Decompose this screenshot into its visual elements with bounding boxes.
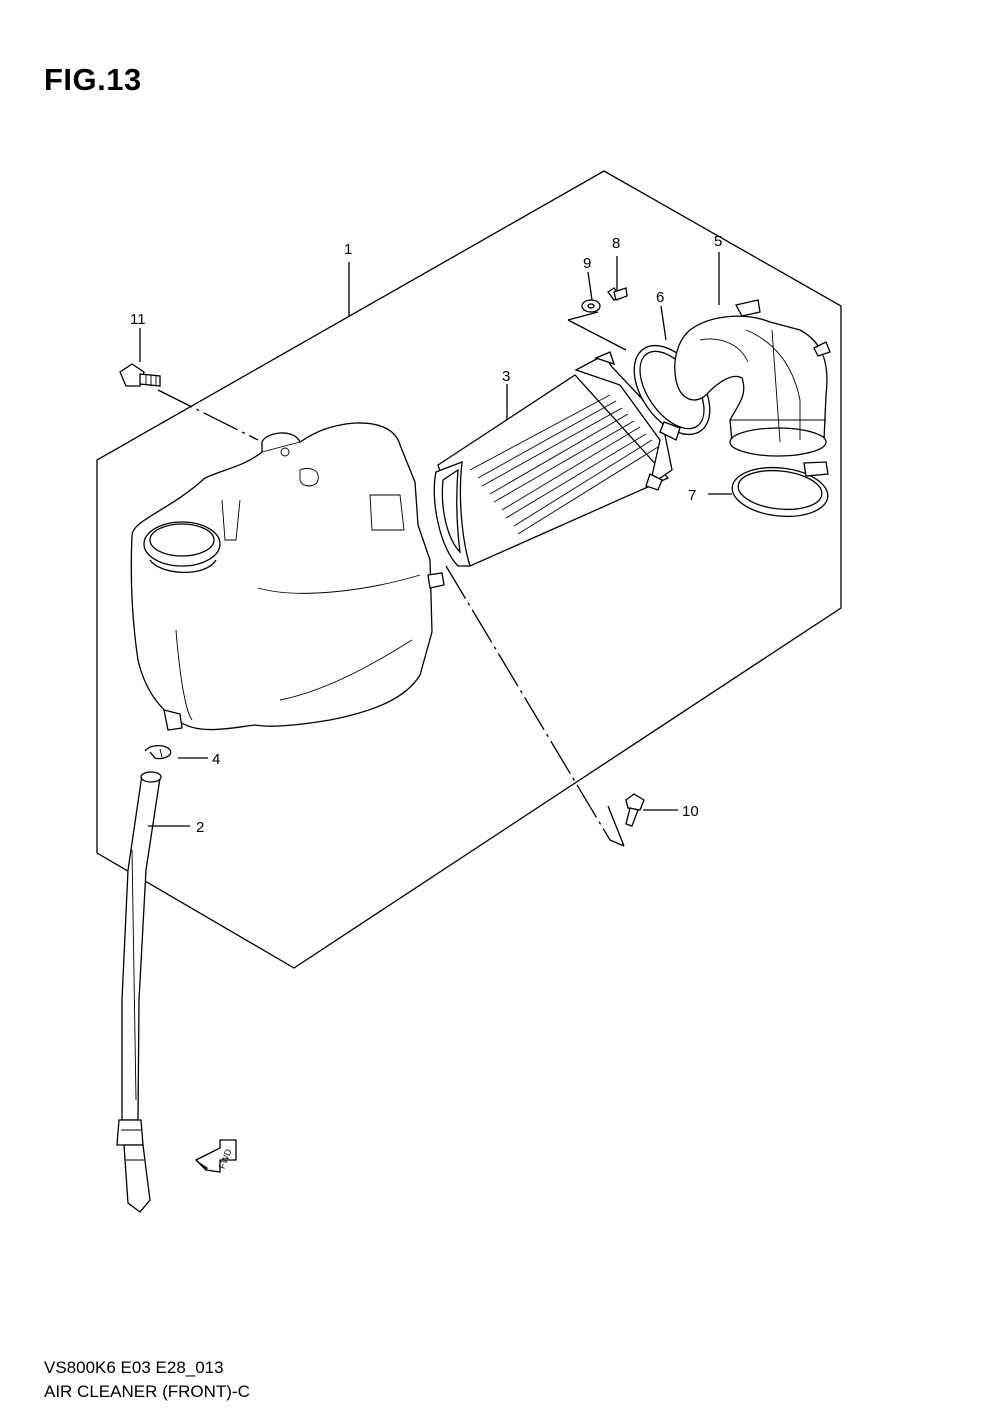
callout-9: 9 bbox=[583, 255, 591, 272]
callout-6: 6 bbox=[656, 289, 664, 306]
callout-7: 7 bbox=[688, 487, 696, 504]
model-code: VS800K6 E03 E28_013 bbox=[44, 1358, 224, 1377]
callout-11: 11 bbox=[130, 311, 146, 328]
hose-clip-part bbox=[144, 744, 172, 760]
callout-1: 1 bbox=[344, 241, 352, 258]
callout-4: 4 bbox=[212, 751, 220, 768]
figure-footer: VS800K6 E03 E28_013 AIR CLEANER (FRONT)-… bbox=[44, 1356, 250, 1404]
figure-caption: AIR CLEANER (FRONT)-C bbox=[44, 1382, 250, 1401]
callout-2: 2 bbox=[196, 819, 204, 836]
air-cleaner-case-part bbox=[130, 422, 445, 731]
fwd-arrow-icon: FWD bbox=[194, 1139, 237, 1173]
clamp-band-part bbox=[731, 461, 829, 518]
callout-3: 3 bbox=[502, 368, 510, 385]
figure-title: FIG.13 bbox=[44, 62, 142, 97]
callout-5: 5 bbox=[714, 233, 722, 250]
callout-10: 10 bbox=[682, 803, 699, 820]
assembly-boundary bbox=[96, 170, 842, 969]
alignment-guide-lines bbox=[157, 311, 627, 847]
drain-hose-part bbox=[116, 771, 162, 1213]
callout-8: 8 bbox=[612, 235, 620, 252]
screw-part-8 bbox=[607, 287, 628, 301]
bolt-part-10 bbox=[625, 793, 645, 827]
bolt-part-11 bbox=[119, 363, 161, 387]
intake-pipe-part bbox=[674, 299, 831, 457]
washer-part-9 bbox=[581, 299, 601, 313]
air-filter-element-part bbox=[433, 351, 673, 567]
callout-leader-lines bbox=[139, 252, 732, 827]
